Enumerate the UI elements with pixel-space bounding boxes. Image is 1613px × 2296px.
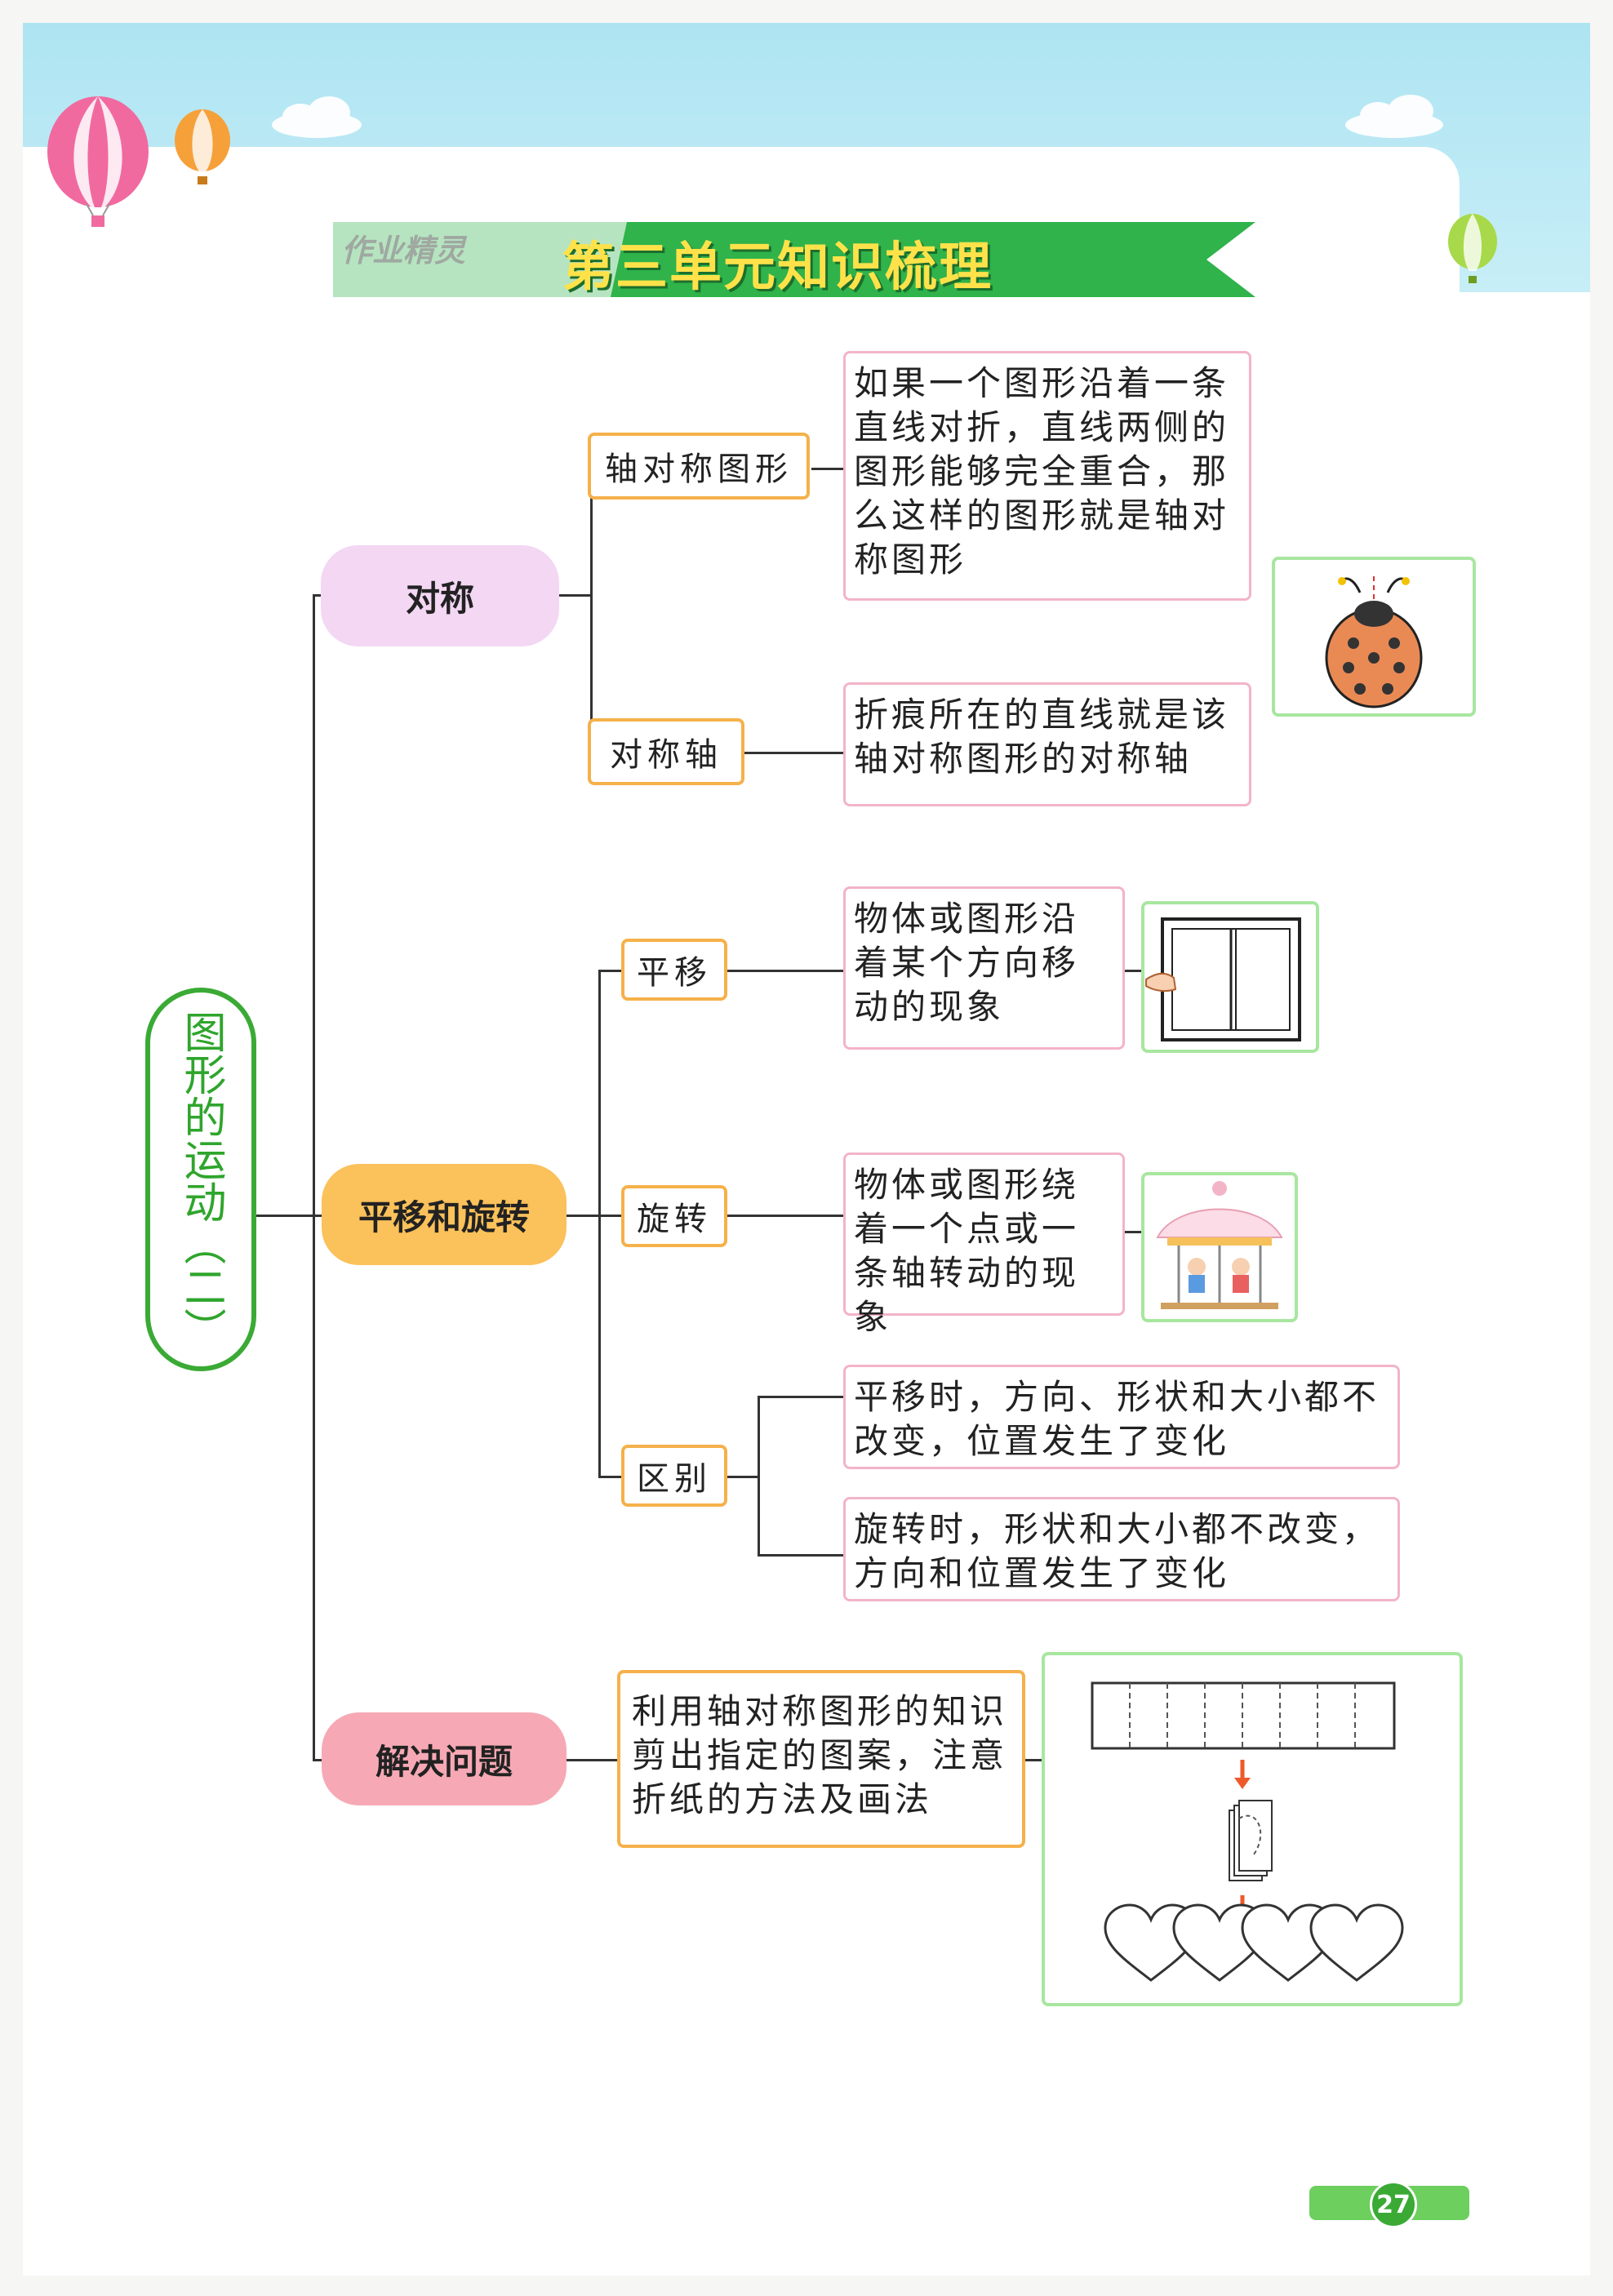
connector xyxy=(313,594,315,1761)
window-icon xyxy=(1145,917,1301,1041)
branch-problem-solving[interactable]: 解决问题 xyxy=(322,1712,567,1805)
connector xyxy=(598,970,601,1476)
note-symmetry-axis-definition: 折痕所在的直线就是该轴对称图形的对称轴 xyxy=(843,682,1251,806)
connector xyxy=(598,1215,623,1217)
ladybug-icon xyxy=(1325,576,1423,708)
ladybug-image-box xyxy=(1272,557,1476,717)
title-banner xyxy=(333,222,1255,297)
connector xyxy=(1123,1231,1141,1233)
note-problem-solving: 利用轴对称图形的知识剪出指定的图案，注意折纸的方法及画法 xyxy=(617,1670,1025,1848)
window-image-box xyxy=(1141,901,1319,1053)
connector xyxy=(566,1759,619,1761)
note-rotation-definition: 物体或图形绕着一个点或一条轴转动的现象 xyxy=(843,1152,1125,1337)
connector xyxy=(1123,970,1141,972)
node-difference[interactable]: 区别 xyxy=(621,1445,727,1507)
page-title: 第三单元知识梳理 xyxy=(562,238,993,298)
connector xyxy=(758,1396,760,1556)
connector xyxy=(558,594,590,597)
branch-symmetry[interactable]: 对称 xyxy=(321,545,559,646)
connector xyxy=(598,970,623,972)
node-rotation[interactable]: 旋转 xyxy=(621,1185,727,1247)
connector xyxy=(727,1476,759,1478)
watermark-text: 作业精灵 xyxy=(341,233,466,269)
note-axisymmetric-definition: 如果一个图形沿着一条直线对折，直线两侧的图形能够完全重合，那么这样的图形就是轴对… xyxy=(843,351,1251,601)
connector xyxy=(811,468,844,470)
connector xyxy=(727,1215,845,1217)
node-symmetry-axis[interactable]: 对称轴 xyxy=(588,718,744,785)
note-rotation-difference: 旋转时，形状和大小都不改变，方向和位置发生了变化 xyxy=(843,1497,1400,1601)
paper-folding-hearts-icon xyxy=(1091,1681,1404,1982)
clouds-icon xyxy=(272,95,1443,138)
connector xyxy=(598,1476,623,1478)
hot-air-balloon-icon xyxy=(47,96,230,227)
connector xyxy=(256,1215,313,1217)
hot-air-balloon-small-icon xyxy=(1448,214,1497,283)
page-number: 27 xyxy=(1370,2181,1417,2228)
connector xyxy=(744,752,844,754)
connector xyxy=(758,1554,845,1557)
node-translation[interactable]: 平移 xyxy=(621,939,727,1001)
connector xyxy=(1024,1759,1042,1761)
connector xyxy=(590,468,593,753)
node-axisymmetric-figure[interactable]: 轴对称图形 xyxy=(588,433,810,500)
carousel-image-box xyxy=(1141,1172,1298,1322)
branch-translation-rotation[interactable]: 平移和旋转 xyxy=(322,1164,567,1265)
page: 作业精灵 第三单元知识梳理 图形的运动（二） 对称 平移和旋转 解决问题 轴对称… xyxy=(23,23,1590,2276)
paper-folding-image-box xyxy=(1042,1652,1463,2006)
note-translation-difference: 平移时，方向、形状和大小都不改变，位置发生了变化 xyxy=(843,1365,1400,1469)
root-label: 图形的运动（二） xyxy=(176,1010,225,1350)
connector xyxy=(727,970,845,972)
connector xyxy=(567,1215,601,1217)
connector xyxy=(758,1396,845,1398)
carousel-icon xyxy=(1156,1181,1283,1309)
root-node: 图形的运动（二） xyxy=(145,988,256,1371)
note-translation-definition: 物体或图形沿着某个方向移动的现象 xyxy=(843,886,1125,1050)
